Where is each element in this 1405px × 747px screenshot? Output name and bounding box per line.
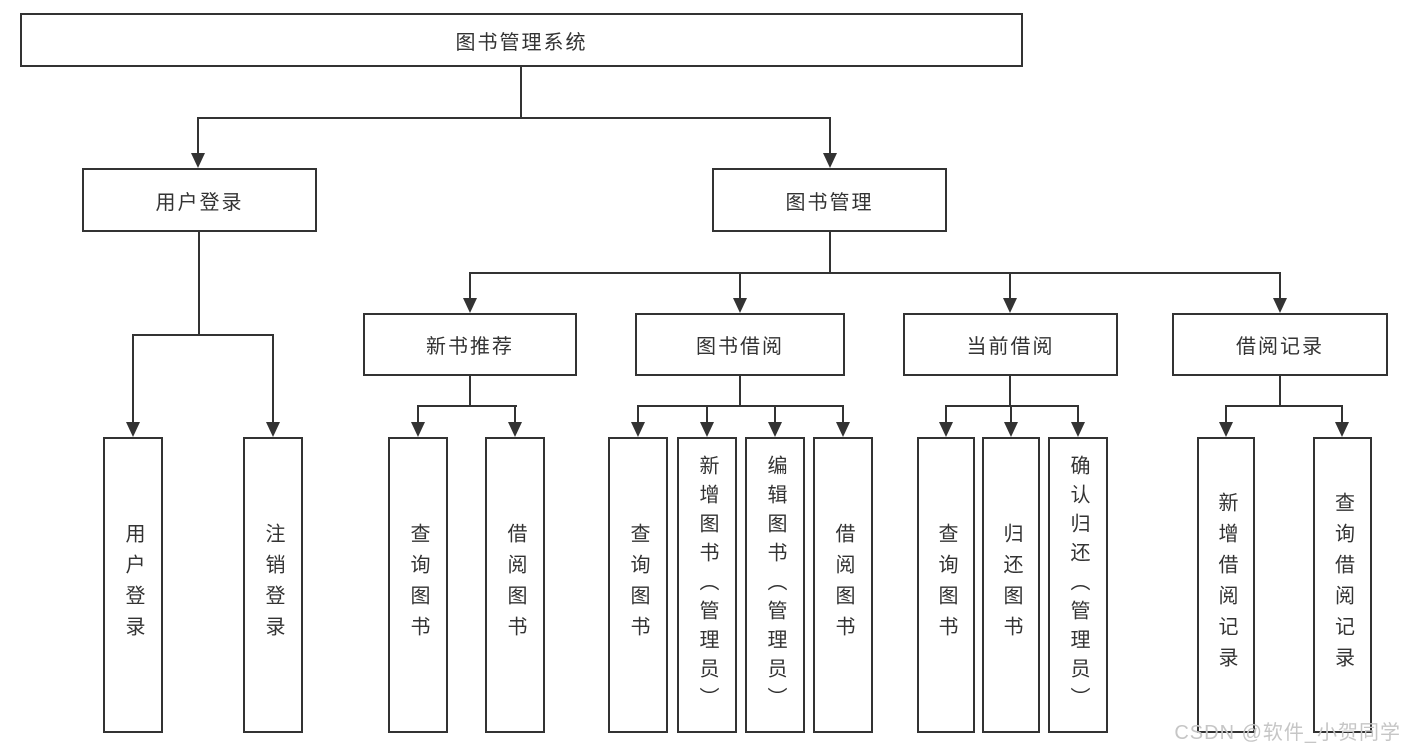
connector-line xyxy=(637,406,639,422)
leaf-label: 新增图书（管理员） xyxy=(696,454,718,716)
leaf-label: 借阅图书 xyxy=(504,523,526,647)
node-label: 用户登录 xyxy=(155,191,244,214)
leaf-logout: 注销登录 xyxy=(243,437,303,733)
arrowhead-icon xyxy=(768,422,782,437)
connector-line xyxy=(1009,273,1011,298)
node-book-borrowing: 图书借阅 xyxy=(635,313,845,376)
leaf-query-books-current: 查询图书 xyxy=(917,437,975,733)
leaf-label: 归还图书 xyxy=(1000,523,1022,647)
connector-line xyxy=(829,232,831,273)
leaf-label: 注销登录 xyxy=(262,523,284,647)
leaf-return-books: 归还图书 xyxy=(982,437,1040,733)
connector-line xyxy=(1279,376,1281,406)
leaf-label: 查询图书 xyxy=(935,523,957,647)
arrowhead-icon xyxy=(463,298,477,313)
arrowhead-icon xyxy=(1273,298,1287,313)
connector-line xyxy=(1077,406,1079,422)
node-label: 图书借阅 xyxy=(696,336,784,358)
connector-line xyxy=(514,406,516,422)
connector-line xyxy=(197,117,831,119)
leaf-borrow-books-borrowing: 借阅图书 xyxy=(813,437,873,733)
connector-line xyxy=(1341,406,1343,422)
node-borrowing-records: 借阅记录 xyxy=(1172,313,1388,376)
arrowhead-icon xyxy=(508,422,522,437)
connector-line xyxy=(945,406,947,422)
arrowhead-icon xyxy=(939,422,953,437)
csdn-watermark: CSDN @软件_小贺同学 xyxy=(1174,722,1401,744)
leaf-query-books-recommend: 查询图书 xyxy=(388,437,448,733)
arrowhead-icon xyxy=(191,153,205,168)
arrowhead-icon xyxy=(411,422,425,437)
node-library-management-system: 图书管理系统 xyxy=(20,13,1023,67)
leaf-label: 编辑图书（管理员） xyxy=(764,454,786,716)
connector-line xyxy=(520,67,522,118)
connector-line xyxy=(417,406,419,422)
arrowhead-icon xyxy=(631,422,645,437)
arrowhead-icon xyxy=(823,153,837,168)
connector-line xyxy=(132,334,274,336)
node-label: 当前借阅 xyxy=(966,336,1055,358)
arrowhead-icon xyxy=(1004,422,1018,437)
connector-line xyxy=(132,335,134,422)
connector-line xyxy=(637,405,844,407)
leaf-confirm-return-admin: 确认归还（管理员） xyxy=(1048,437,1108,733)
node-label: 新书推荐 xyxy=(426,336,514,358)
node-current-borrowing: 当前借阅 xyxy=(903,313,1118,376)
arrowhead-icon xyxy=(700,422,714,437)
connector-line xyxy=(469,376,471,406)
node-label: 图书管理系统 xyxy=(455,31,588,54)
connector-line xyxy=(1225,405,1343,407)
leaf-label: 查询图书 xyxy=(627,523,649,647)
arrowhead-icon xyxy=(836,422,850,437)
arrowhead-icon xyxy=(1003,298,1017,313)
connector-line xyxy=(1009,376,1011,406)
arrowhead-icon xyxy=(1219,422,1233,437)
leaf-user-login: 用户登录 xyxy=(103,437,163,733)
arrowhead-icon xyxy=(1335,422,1349,437)
leaf-label: 新增借阅记录 xyxy=(1215,492,1237,678)
leaf-label: 查询借阅记录 xyxy=(1331,492,1354,678)
arrowhead-icon xyxy=(126,422,140,437)
connector-line xyxy=(842,406,844,422)
connector-line xyxy=(739,273,741,298)
arrowhead-icon xyxy=(733,298,747,313)
leaf-query-borrow-record: 查询借阅记录 xyxy=(1313,437,1372,733)
arrowhead-icon xyxy=(1071,422,1085,437)
connector-line xyxy=(774,406,776,422)
leaf-label: 查询图书 xyxy=(407,523,429,647)
node-user-login: 用户登录 xyxy=(82,168,317,232)
arrowhead-icon xyxy=(266,422,280,437)
connector-line xyxy=(829,118,831,154)
node-new-book-recommend: 新书推荐 xyxy=(363,313,577,376)
leaf-borrow-books-recommend: 借阅图书 xyxy=(485,437,545,733)
connector-line xyxy=(469,272,1281,274)
leaf-edit-books-admin: 编辑图书（管理员） xyxy=(745,437,805,733)
connector-line xyxy=(417,405,517,407)
connector-line xyxy=(272,335,274,422)
connector-line xyxy=(706,406,708,422)
connector-line xyxy=(469,273,471,298)
node-book-management: 图书管理 xyxy=(712,168,947,232)
node-label: 借阅记录 xyxy=(1236,336,1324,358)
connector-line xyxy=(1279,273,1281,298)
leaf-add-books-admin: 新增图书（管理员） xyxy=(677,437,737,733)
connector-line xyxy=(1225,406,1227,422)
connector-line xyxy=(197,118,199,154)
leaf-label: 用户登录 xyxy=(122,523,144,647)
leaf-query-books-borrowing: 查询图书 xyxy=(608,437,668,733)
connector-line xyxy=(739,376,741,406)
connector-line xyxy=(945,405,1079,407)
leaf-label: 确认归还（管理员） xyxy=(1067,454,1089,716)
leaf-label: 借阅图书 xyxy=(832,523,854,647)
node-label: 图书管理 xyxy=(785,191,874,214)
connector-line xyxy=(1010,406,1012,422)
connector-line xyxy=(198,232,200,335)
leaf-add-borrow-record: 新增借阅记录 xyxy=(1197,437,1255,733)
